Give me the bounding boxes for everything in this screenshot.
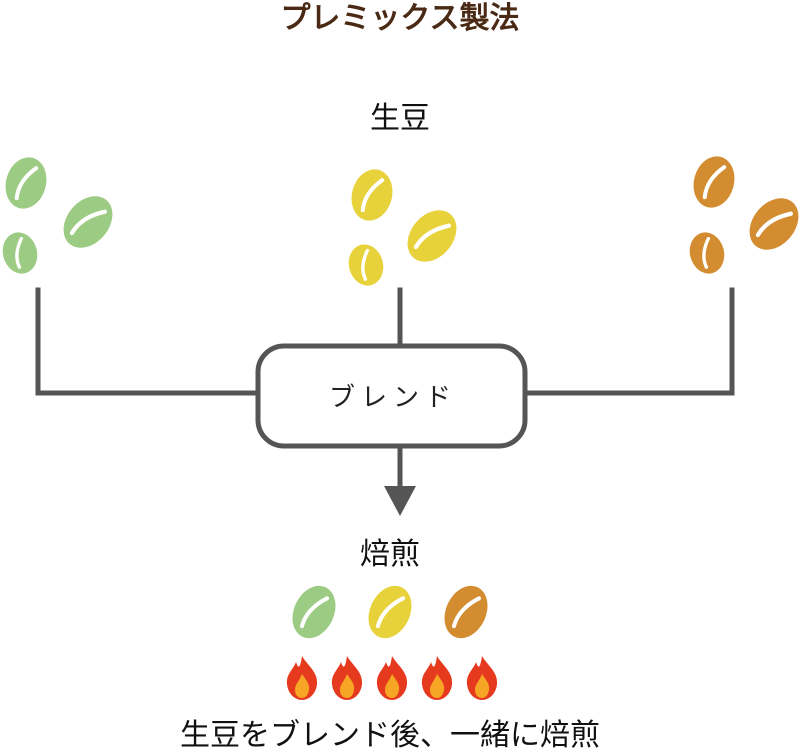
coffee-bean-icon [284,579,343,645]
bean-cluster-green [0,150,123,280]
flame-icon [376,656,408,700]
coffee-bean-icon [398,201,467,272]
coffee-bean-icon [360,579,419,645]
diagram-title: プレミックス製法 [280,1,519,36]
roast-label: 焙煎 [360,537,420,572]
connector-lines [35,287,735,495]
blend-label: ブレンド [329,383,457,413]
flame-icon [286,656,318,700]
flame-icon [421,656,453,700]
coffee-bean-icon [342,238,390,292]
coffee-bean-icon [0,226,44,280]
flame-icon [331,656,363,700]
bean-cluster-orange [683,149,800,280]
flame-icon [466,656,498,700]
roast-bean-row [284,579,495,645]
arrow-down-icon [384,486,416,516]
coffee-bean-icon [343,162,401,228]
diagram-caption: 生豆をブレンド後、一緒に焙煎 [180,718,600,753]
flame-row [286,656,498,700]
coffee-bean-icon [685,149,743,215]
coffee-bean-icon [436,579,495,645]
coffee-bean-icon [54,187,123,258]
coffee-bean-icon [740,189,800,260]
blend-box [255,343,528,449]
coffee-bean-icon [0,150,55,216]
green-beans-label: 生豆 [370,101,430,136]
bean-cluster-yellow [342,162,467,292]
coffee-bean-icon [683,226,731,280]
